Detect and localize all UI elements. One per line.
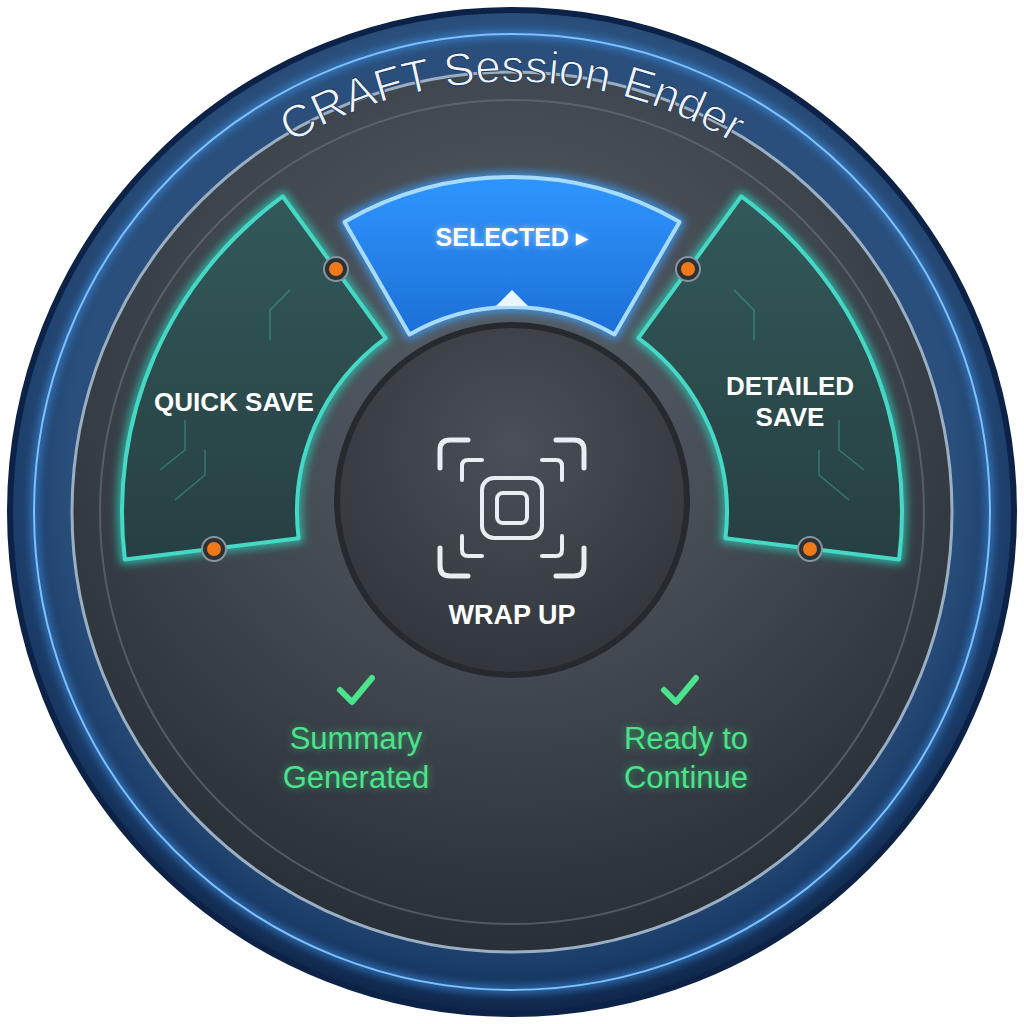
status-label: Summary Generated <box>256 720 456 798</box>
dial-title: CRAFT Session Ender <box>270 40 754 152</box>
inner-disc <box>72 72 952 952</box>
node-outline <box>330 165 694 345</box>
wrap-up-button: WRAP UP <box>335 323 689 677</box>
node-label: QUICK SAVE <box>154 387 314 418</box>
outline-glow <box>345 177 680 334</box>
outline-shape <box>337 325 687 675</box>
rim-line <box>34 34 990 990</box>
connector-dots <box>202 257 822 561</box>
check-marks <box>340 678 696 702</box>
selected-segment: SELECTED ▸ <box>330 165 694 345</box>
wrap-icon <box>440 440 584 576</box>
node-label: WRAP UP <box>448 600 575 632</box>
node-label: SELECTED ▸ <box>436 223 589 253</box>
node-label: DETAILED SAVE <box>726 371 854 432</box>
rim-glow <box>34 34 990 990</box>
selector-notch <box>496 290 528 306</box>
circuit-traces <box>160 290 864 500</box>
status-label: Ready to Continue <box>586 720 786 798</box>
outer-rim <box>10 10 1014 1014</box>
inner-ring <box>100 100 924 924</box>
outline-shape <box>345 177 680 334</box>
